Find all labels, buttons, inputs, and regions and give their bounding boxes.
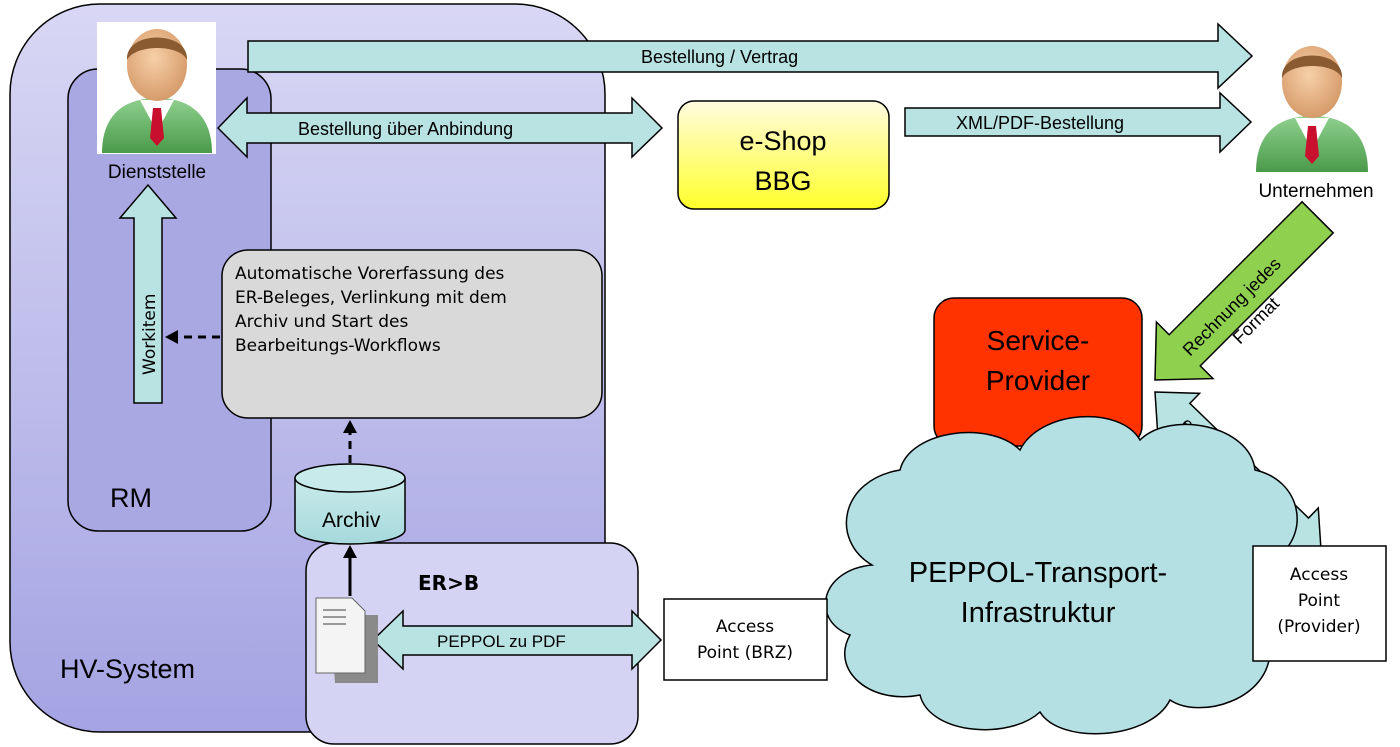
workitem-label: Workitem [140, 294, 160, 375]
automatische-line-4: Bearbeitungs-Workflows [235, 336, 441, 356]
rm-label: RM [110, 483, 152, 513]
workitem-arrow [118, 183, 178, 404]
service-line1: Service- [987, 325, 1090, 356]
dienststelle-person-icon [97, 22, 216, 154]
bestellung-vertrag-arrow [247, 22, 1254, 90]
automatische-vorerfassung-box [221, 249, 603, 419]
dienststelle-label: Dienststelle [108, 162, 206, 183]
xml-pdf-bestellung-label: XML/PDF-Bestellung [956, 113, 1124, 133]
ap-brz-line1: Access [716, 617, 774, 637]
eshop-bbg-box [677, 100, 890, 210]
eshop-line2: BBG [754, 166, 811, 196]
automatische-vorerfassung-text: Automatische Vorerfassung des ER-Beleges… [235, 262, 595, 358]
ap-provider-line3: (Provider) [1277, 617, 1360, 637]
peppol-line1: PEPPOL-Transport- [909, 557, 1167, 589]
access-point-brz-box [663, 598, 828, 681]
bestellung-anbindung-label: Bestellung über Anbindung [298, 119, 513, 139]
bestellung-vertrag-label: Bestellung / Vertrag [641, 47, 798, 67]
ap-brz-line2: Point (BRZ) [697, 643, 793, 663]
peppol-zu-pdf-label: PEPPOL zu PDF [437, 632, 566, 651]
erb-to-archiv-arrow [343, 545, 357, 596]
automatik-to-workitem-arrow [165, 330, 220, 344]
automatische-line-2: ER-Beleges, Verlinkung mit dem [235, 288, 507, 308]
ap-provider-line2: Point [1298, 591, 1341, 611]
peppol-line2: Infrastruktur [961, 597, 1116, 629]
archiv-label: Archiv [322, 509, 381, 532]
archiv-to-automatik-arrow [343, 420, 357, 463]
automatische-line-1: Automatische Vorerfassung des [235, 264, 505, 284]
hv-system-label: HV-System [60, 654, 195, 684]
automatische-line-3: Archiv und Start des [235, 312, 409, 332]
service-line2: Provider [986, 365, 1090, 396]
rechnung-jedes-format-arrow [1154, 200, 1335, 381]
xml-pdf-bestellung-arrow [904, 91, 1253, 154]
bestellung-anbindung-arrow [216, 96, 664, 159]
document-icon [315, 597, 378, 683]
unternehmen-label: Unternehmen [1258, 181, 1373, 202]
erb-label: ER>B [418, 571, 479, 595]
peppol-zu-pdf-arrow [371, 609, 663, 671]
ap-provider-line1: Access [1290, 565, 1348, 585]
archiv-cylinder [294, 463, 406, 545]
eshop-line1: e-Shop [739, 126, 826, 156]
access-point-provider-box [1252, 545, 1387, 662]
unternehmen-person-icon [1256, 46, 1368, 172]
